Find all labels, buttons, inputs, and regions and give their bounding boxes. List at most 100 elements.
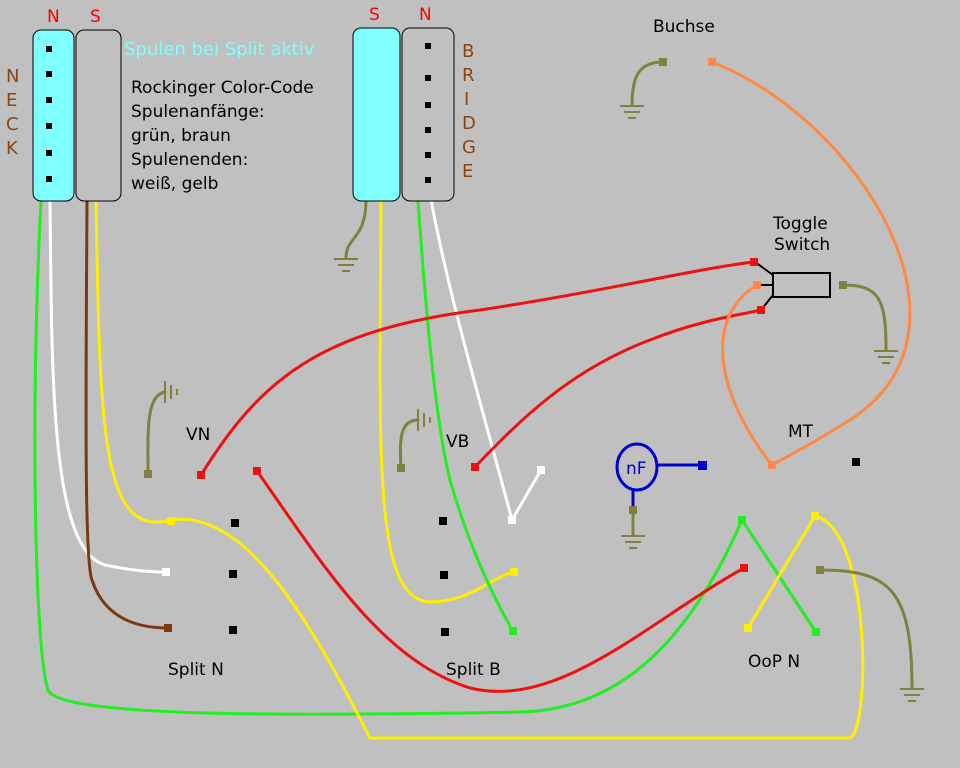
toggle-switch-body [772,272,831,298]
ground-wire-toggle [841,283,888,352]
terminal [753,281,761,289]
terminal [708,58,716,66]
ground-icon [334,258,358,272]
ground-icon [417,409,431,431]
capacitor-icon [615,442,659,492]
terminals [144,58,860,636]
terminal [811,512,819,520]
ground-wire-oop [818,568,914,690]
white-wire-neck [48,198,168,574]
volume-bridge-label: VB [446,432,469,452]
toggle-switch-label-1: Toggle [772,214,828,234]
master-tone-label: MT [788,422,814,442]
svg-text:I: I [464,89,469,110]
terminal [852,458,860,466]
neck-pole-pieces [46,46,52,182]
green-wire-neck [33,198,744,716]
svg-text:grün, braun: grün, braun [131,126,231,146]
neck-coil-s-label: S [90,7,101,27]
bridge-coil-s [352,27,401,202]
red-wire-vn-oop [255,469,746,693]
orange-wire-toggle-mt [721,283,774,467]
color-code-note: Rockinger Color-Code Spulenanfänge: grün… [131,78,314,194]
terminal [768,461,776,469]
neck-coil-n-label: N [47,7,60,27]
brown-wire-neck [84,198,170,630]
terminal [231,519,239,527]
terminal [197,471,205,479]
svg-text:K: K [6,138,19,159]
svg-text:weiß, gelb: weiß, gelb [131,174,218,194]
terminal [164,624,172,632]
ground-icon [621,535,645,549]
terminal [162,568,170,576]
svg-text:Spulenenden:: Spulenenden: [131,150,248,170]
split-neck-label: Split N [168,660,224,680]
orange-wire-jack-mt [710,60,912,467]
svg-text:Rockinger Color-Code: Rockinger Color-Code [131,78,314,98]
bridge-side-label: B R I D G E [462,41,476,182]
terminal [698,461,707,470]
terminal [229,570,237,578]
terminal [750,258,758,266]
green-wire-bridge [416,198,515,633]
red-wire-vn-toggle [199,260,756,477]
terminal [757,306,765,314]
white-wire-bridge [429,198,514,522]
terminal [816,566,824,574]
terminal [440,571,448,579]
terminal [509,627,517,635]
terminal [439,517,447,525]
terminal [744,624,752,632]
terminal [839,281,847,289]
capacitor: nF [615,442,701,510]
white-wire-vb [510,468,543,522]
ground-wire-vb [398,418,420,470]
neck-pickup: N S N E C K [6,7,122,202]
svg-text:E: E [6,90,17,111]
svg-text:R: R [462,65,475,86]
svg-text:Spulenanfänge:: Spulenanfänge: [131,102,265,122]
yellow-wire-oop-cross [746,514,817,630]
svg-text:G: G [462,137,476,158]
neck-coil-n [32,29,75,202]
bridge-coil-n-label: N [419,5,432,25]
yellow-wire-bridge [378,198,516,604]
svg-text:E: E [462,161,473,182]
toggle-switch-label-2: Switch [774,235,830,255]
split-bridge-label: Split B [446,660,501,680]
red-wire-vb-toggle [473,308,763,469]
bridge-coil-s-label: S [369,5,380,25]
terminal [471,463,479,471]
terminal [510,568,518,576]
bridge-pickup: S N B R I D G E [352,5,476,202]
terminal [659,58,667,66]
terminal [441,628,449,636]
svg-text:N: N [6,66,19,87]
ground-wire-jack [630,60,665,107]
bridge-coil-n [401,27,455,202]
ground-wire-vn [146,390,167,476]
terminal [144,470,152,478]
split-active-note: Spulen bei Split aktiv [124,39,315,60]
yellow-wire-neck [94,198,865,740]
ground-wire-bridge-pickup [344,198,368,260]
out-of-phase-label: OoP N [748,652,800,672]
capacitor-label: nF [626,459,647,479]
terminal [508,516,516,524]
toggle-switch: Toggle Switch [754,214,831,311]
volume-neck-label: VN [186,425,210,445]
neck-side-label: N E C K [6,66,19,159]
bridge-pole-pieces [425,43,431,183]
jack-label: Buchse [653,17,715,37]
ground-icon [164,381,178,403]
svg-text:D: D [462,113,476,134]
ground-icon [620,105,644,119]
terminal [738,516,746,524]
terminal [167,517,175,525]
wires [33,60,914,740]
svg-text:C: C [6,114,19,135]
svg-text:B: B [462,41,474,62]
terminal [537,466,545,474]
